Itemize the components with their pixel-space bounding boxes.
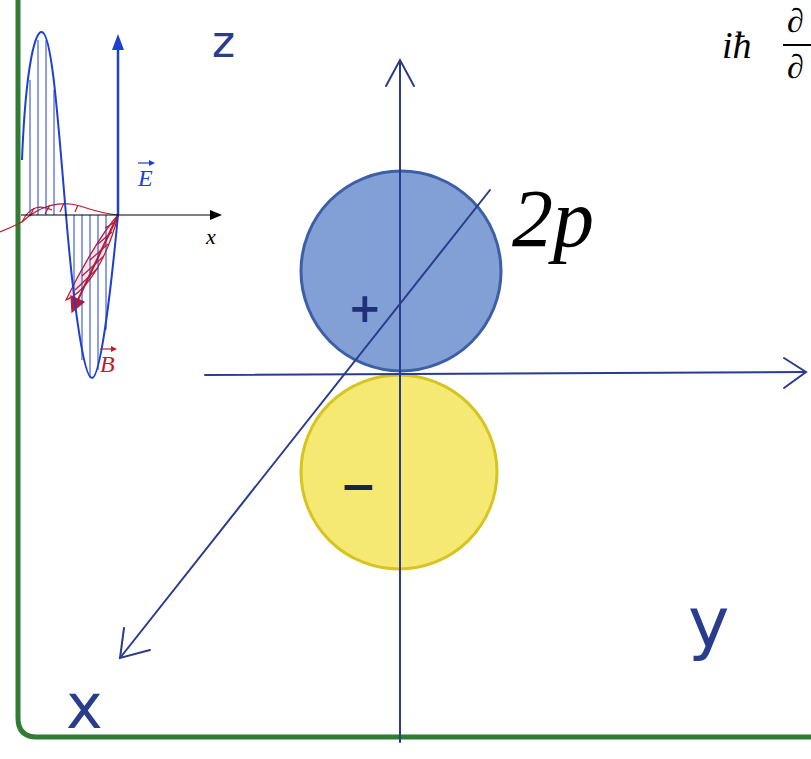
equation-fragment: iħ <box>722 26 752 64</box>
em-wave-inset <box>0 0 233 388</box>
equation-fragment: ∂ <box>787 50 804 84</box>
y-axis <box>205 372 804 375</box>
fraction-bar <box>783 44 811 46</box>
field-label: E <box>138 166 153 190</box>
frame-border <box>18 0 811 737</box>
z-axis <box>399 62 401 742</box>
axis-label: x <box>66 676 103 738</box>
sign-label: − <box>340 464 377 508</box>
equation-fragment: ∂ <box>787 4 804 38</box>
axis-label: y <box>688 588 729 658</box>
sign-label: + <box>348 288 382 328</box>
axis-label: z <box>212 20 235 64</box>
axis-label: x <box>206 226 216 248</box>
x-axis <box>120 190 490 658</box>
orbital-label: 2p <box>512 178 594 260</box>
field-label: B <box>100 352 115 376</box>
